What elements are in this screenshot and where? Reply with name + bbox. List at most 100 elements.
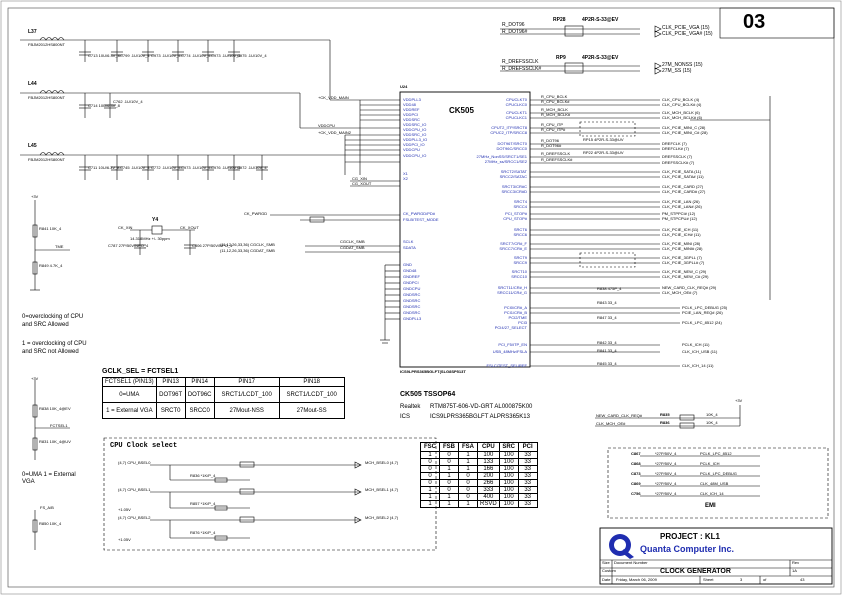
fsc-cell: 33 [517,465,538,473]
cap-label: C976 .1U/10V_4 [211,165,241,170]
chip-left-pin: VDDSRC [403,117,420,122]
chip-left-pin: GNDREF [403,274,420,279]
fsc-cell: 0 [439,458,459,466]
right-net-label: PCLK_LPC_DEBUG (25) [682,305,728,310]
uma-fsel: FCTSEL1 [50,423,68,428]
right-resistor-label: R_DOT96 [541,138,560,143]
uma-v33: +3V [31,376,39,381]
chip-right-pin: FSLC/TEST_SEL/REF [486,363,527,368]
cap-label: C711 10U/6.3V_8 [88,165,120,170]
chip-left-pin: GND [403,262,412,267]
br-ref-0: R835 [660,412,670,417]
mch-bsel-0: MCH_BSEL0 (4,7) [365,460,399,465]
chip-right-pin: PCI1/CR#_B [504,310,527,315]
note-overclock-1: 1 = overclocking of CPU and SRC not Allo… [22,341,87,355]
date-value: Friday, March 06, 2009 [616,577,657,582]
right-resistor-label: RP22 4P2R-S-33@UV [583,150,624,155]
chip-right-pin: PCI_F5/ITP_EN [498,342,527,347]
right-net-label: PM_STPPCI# (12) [662,211,696,216]
chip-right-pin: SRCT3/CR#C [501,184,527,189]
cap-label: C799 .1U/10V_4 [120,53,150,58]
chip-right-pin: SRCC4 [513,204,527,209]
fsc-cell: 1 [458,500,478,508]
chip-bottom-label: ICS9LPRS365BGLFT(SLG8SP513T [400,369,466,374]
fsc-cell: 0 [458,486,478,494]
inductor-value-0: FBJM2012HS800NT [28,42,65,47]
fsc-header: FSB [439,442,459,452]
cpu-bsel-1: (4,7) CPU_BSEL1 [118,487,151,492]
br-v33: +3V [735,398,743,403]
fsc-cell: 0 [439,479,459,487]
inductor-value-1: FBJM2012HS800NT [28,95,65,100]
right-resistor-label: R838 475P_4 [597,286,622,291]
fsc-cell: 100 [498,458,519,466]
sheet-title: CLOCK GENERATOR [660,568,731,575]
chip-right-pin: USB_48MHz/FSLA [492,349,527,354]
emi-cap-ref: C867 [631,451,641,456]
rp28-value: 4P2R-S-33@EV [582,17,619,23]
right-net-label: CLK_CPU_BCLK (4) [662,97,700,102]
sheet-value: 3 [740,577,743,582]
right-net-label: CLK_CPU_BCLK# (4) [662,102,702,107]
fsc-header: CPU [477,442,500,452]
cap-label: C973 .1U/10V_4 [211,53,241,58]
right-net-label: CLK_PCIE_MINI (28) [662,241,701,246]
right-resistor-label: R_MCH_BCLK# [541,112,571,117]
gclk-header: FCTSEL1 (PIN13) [102,377,157,387]
right-net-label: CLK_MCH_OE# (7) [662,290,698,295]
chip-right-pin: SRCT9 [513,255,527,260]
gclk-cell: DOT96C [184,386,215,403]
right-net-label: CLK_PCIE_ICH (11) [662,227,699,232]
fsc-cell: 100 [498,479,519,487]
fsc-cell: 1 [420,500,440,508]
right-resistor-label: R_DREFSSCLK [541,151,571,156]
right-net-label: CLK_PCIE_NEW_C# (29) [662,274,709,279]
right-net-label: CLK_PCIE_MINI_C (28) [662,125,706,130]
rail-label: +CK_VDD_MAIN [318,95,349,100]
right-net-label: CLK_PCIE_3GPLL (7) [662,255,702,260]
right-net-label: DREFCLK# (7) [662,146,689,151]
fsc-cell: 1 [458,458,478,466]
fsc-header: FSA [458,442,478,452]
chip-right-pin: SRCC9 [513,260,527,265]
crystal-cap-2: C806 27P/50V/NPO_4 [192,243,233,248]
right-resistor-label: R842 33_4 [597,340,617,345]
strap-v33: +3V [31,194,39,199]
right-net-label: CLK_PCIE_CARD (27) [662,184,704,189]
page-number: 03 [743,11,766,33]
emi-cap-value: *27P/50V_4 [655,451,677,456]
fsc-cell: 0 [458,472,478,480]
right-net-label: CLK_PCIE_NEW_C (29) [662,269,707,274]
gclk-cell: 27Mout-NSS [213,402,280,419]
chip-left-pin: GND48 [403,268,417,273]
fsc-cell: 1 [458,465,478,473]
chip-right-pin: SRCT7/CR#_F [500,241,527,246]
rp28-in-0: R_DOT96 [502,22,525,28]
v105-label: +1.05V [118,507,131,512]
chip-left-pin: VDDPLL3_IO [403,137,428,142]
right-net-label: CLK_MCH_BCLK# (6) [662,115,703,120]
rp9-ref: RP9 [556,55,566,61]
table-row: 0=UMA DOT96T DOT96C SRCT1/LCDT_100 SRCT1… [102,386,345,403]
inductor-ref-1: L44 [28,81,37,87]
net-cgclk-smb: CGCLK_SMB [340,239,365,244]
chip-right-pin: SRCC10 [511,274,527,279]
right-resistor-label: R_MCH_BCLK [541,107,568,112]
cap-label: C745 .1U/10V_4 [120,165,150,170]
sheet-label: Sheet [703,577,714,582]
size-value: Custom [602,568,616,573]
fsc-cell: 33 [517,493,538,501]
chip-right-pin: DOT96C/SRCC0 [496,146,527,151]
chip-right-pin: SRCT10 [511,269,527,274]
partlist-title: CK505 TSSOP64 [400,391,456,398]
chip-left-pin: VDDCPU_IO [403,127,427,132]
gclk-caption: GCLK_SEL = FCTSEL1 [102,368,179,375]
chip-right-pin: SRCC2/SATAC [499,174,527,179]
rev-label: Rev [792,560,800,565]
fsc-cell: 33 [517,472,538,480]
fs-resistor: R850 10K_4 [39,521,62,526]
gclk-header: PIN14 [184,377,215,387]
right-resistor-label: R_DOT96# [541,143,562,148]
